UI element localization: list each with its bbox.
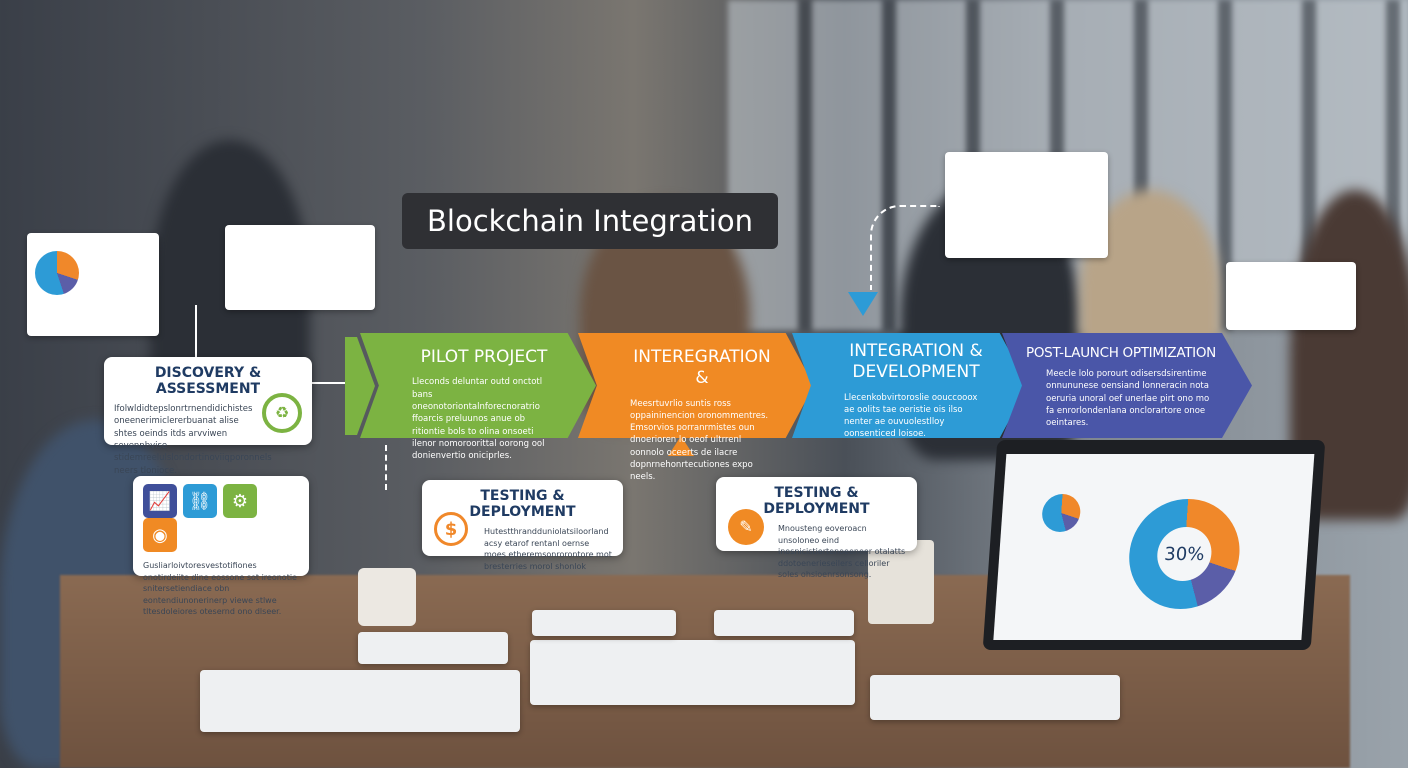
desk-paper (530, 640, 855, 705)
card-title: DISCOVERY & ASSESSMENT (154, 365, 262, 397)
network-thumbnail (1226, 262, 1356, 330)
laptop-screen: 30% (993, 454, 1315, 640)
laptop: 30% (982, 440, 1326, 650)
thumbnail-donut (35, 251, 79, 295)
card-body: Ifolwldidtepslonrtrnendidichistes oneene… (114, 404, 272, 476)
report-thumbnail (27, 233, 159, 336)
desk-paper (870, 675, 1120, 720)
donut-label: 30% (1155, 527, 1214, 581)
testing-card-1: TESTING & DEPLOYMENT $ Hutestthranddunio… (422, 480, 623, 571)
connector-line (312, 382, 348, 384)
down-arrow-icon (848, 292, 878, 316)
stage-body: Meesrtuvrlio suntis ross oppaininencion … (630, 398, 769, 483)
chart-growth-icon: 📈 (143, 484, 177, 518)
laptop-donut-chart: 30% (1125, 499, 1244, 609)
page-title: Blockchain Integration (402, 193, 778, 249)
dashed-connector (385, 445, 387, 490)
card-body: Mnousteng eoveroacn unsoloneo eind inosn… (778, 524, 906, 580)
stage-body: Meecle lolo porourt odisersdsirentime on… (1046, 368, 1210, 429)
link-icon: ⛓ (183, 484, 217, 518)
card-title: TESTING & DEPLOYMENT (469, 488, 576, 520)
features-card: 📈⛓⚙ ◉ Gusliarloivtoresvestotifiones onoti… (133, 476, 309, 616)
stage-title: INTEREGRATION & (633, 347, 771, 389)
stage-body: Lleconds deluntar outd onctotl bans oneo… (412, 377, 545, 462)
card-body: Gusliarloivtoresvestotifiones onotirdeii… (143, 561, 297, 617)
stage-title: POST-LAUNCH OPTIMIZATION (1026, 345, 1216, 361)
dollar-icon: $ (434, 512, 468, 546)
stage-title: INTEGRATION & DEVELOPMENT (849, 341, 983, 383)
testing-card-2: TESTING & DEPLOYMENT ✎ Mnousteng eoveroa… (716, 477, 917, 579)
desk-paper (532, 610, 676, 636)
icons-thumbnail (225, 225, 375, 310)
assessment-icon: ♻ (262, 393, 302, 433)
plant-pot (358, 568, 416, 626)
desk-paper (200, 670, 520, 732)
card-body: Hutestthrandduniolatsiloorland acsy etar… (484, 527, 612, 571)
connector-line (195, 305, 197, 357)
deployment-icon: ✎ (728, 509, 764, 545)
up-arrow-icon (668, 436, 694, 456)
discovery-card: DISCOVERY & ASSESSMENT Ifolwldidtepslonr… (104, 357, 312, 476)
stage-pilot-project: PILOT PROJECT Lleconds deluntar outd onc… (360, 333, 596, 461)
laptop-small-donut (1040, 494, 1082, 532)
desk-paper (358, 632, 508, 664)
stage-post-launch-optimization: POST-LAUNCH OPTIMIZATION Meecle lolo por… (1002, 333, 1252, 438)
stage-body: Llecenkobvirtoroslie oouccooox ae oolits… (844, 392, 978, 440)
card-title: TESTING & DEPLOYMENT (763, 485, 870, 517)
stage-title: PILOT PROJECT (420, 347, 548, 367)
report-thumbnail (945, 152, 1108, 258)
stage-integration: INTEREGRATION & Meesrtuvrlio suntis ross… (578, 333, 814, 482)
coin-icon: ◉ (143, 518, 177, 552)
cup (868, 540, 934, 624)
dashed-connector (870, 205, 940, 290)
stage-integration-development: INTEGRATION & DEVELOPMENT Llecenkobvirto… (792, 333, 1028, 440)
gear-cluster-icon: ⚙ (223, 484, 257, 518)
desk-paper (714, 610, 854, 636)
